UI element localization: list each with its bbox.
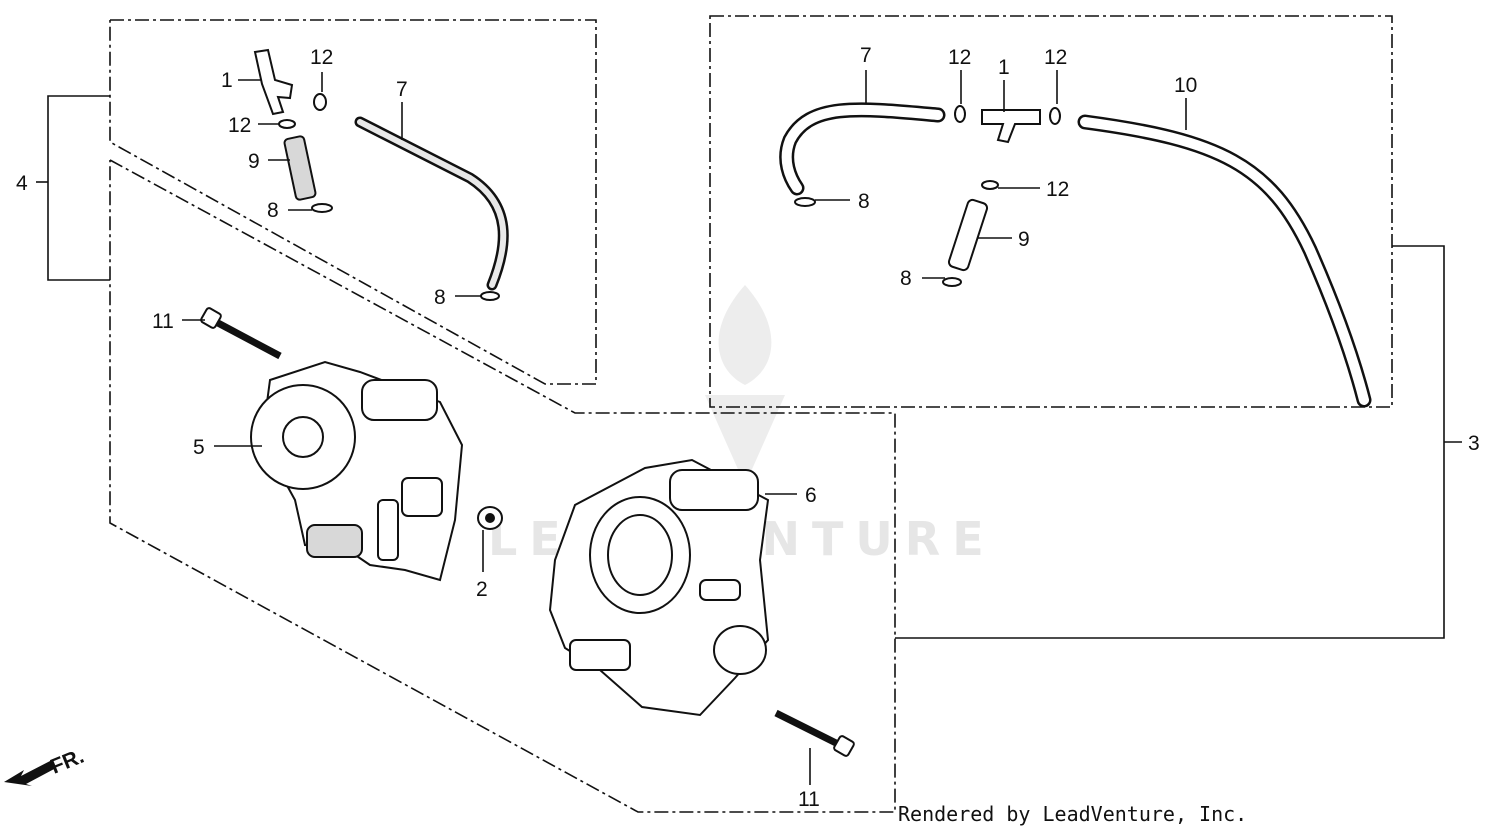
callout-left-12b: 12 xyxy=(228,114,251,137)
hose-clamp xyxy=(794,197,816,207)
front-direction-label: FR. xyxy=(47,745,87,779)
bracket-4 xyxy=(47,95,110,281)
front-direction-indicator: FR. xyxy=(4,745,87,786)
short-tube xyxy=(947,198,989,272)
watermark-flame-icon xyxy=(705,285,785,485)
callout-right-7: 7 xyxy=(860,44,872,67)
callout-left-1: 1 xyxy=(221,69,233,92)
bolt-lower xyxy=(774,709,855,757)
callout-right-8a: 8 xyxy=(858,190,870,213)
callout-left-8b: 8 xyxy=(434,286,446,309)
joint-fitting xyxy=(253,48,294,116)
callout-right-12c: 12 xyxy=(1046,178,1069,201)
main-panel xyxy=(109,159,896,813)
upper-left-parts xyxy=(253,48,509,301)
front-arrow-icon xyxy=(4,760,56,786)
callout-left-9: 9 xyxy=(248,150,260,173)
short-tube xyxy=(283,135,317,201)
clip-ring xyxy=(278,119,296,129)
callouts: 1 12 12 9 8 7 8 4 7 12 1 12 10 8 12 9 8 … xyxy=(16,44,1480,811)
long-fuel-hose xyxy=(1077,114,1372,408)
clip-ring xyxy=(1049,107,1061,125)
callout-main-5: 5 xyxy=(193,436,205,459)
callout-left-7: 7 xyxy=(396,78,408,101)
callout-left-8a: 8 xyxy=(267,199,279,222)
hose-clamp xyxy=(311,203,333,213)
callout-left-4: 4 xyxy=(16,172,28,195)
callout-right-10: 10 xyxy=(1174,74,1197,97)
bolt-upper xyxy=(200,307,282,360)
callout-right-9: 9 xyxy=(1018,228,1030,251)
upper-right-panel xyxy=(709,15,1393,408)
callout-left-12a: 12 xyxy=(310,46,333,69)
nut-part xyxy=(477,506,503,530)
hose-clamp xyxy=(942,277,962,287)
carburetor-front xyxy=(250,360,464,582)
fuel-hose xyxy=(354,116,509,291)
main-parts xyxy=(200,307,855,757)
callout-right-8b: 8 xyxy=(900,267,912,290)
clip-ring xyxy=(313,93,327,111)
callout-main-2: 2 xyxy=(476,578,488,601)
clip-ring xyxy=(954,105,966,123)
clip-ring xyxy=(981,180,999,190)
callout-right-1: 1 xyxy=(998,56,1010,79)
upper-right-parts xyxy=(779,102,1372,408)
callout-main-11a: 11 xyxy=(152,310,174,333)
bracket-3 xyxy=(895,245,1445,639)
render-credit: Rendered by LeadVenture, Inc. xyxy=(898,802,1248,826)
callout-right-3: 3 xyxy=(1468,432,1480,455)
callout-main-6: 6 xyxy=(805,484,817,507)
leader-lines xyxy=(182,70,1187,785)
callout-right-12a: 12 xyxy=(948,46,971,69)
carburetor-rear xyxy=(548,458,770,717)
callout-main-11b: 11 xyxy=(798,788,820,811)
tee-joint xyxy=(981,109,1041,144)
callout-right-12b: 12 xyxy=(1044,46,1067,69)
hose-clamp xyxy=(480,291,500,301)
upper-left-panel xyxy=(109,19,597,385)
